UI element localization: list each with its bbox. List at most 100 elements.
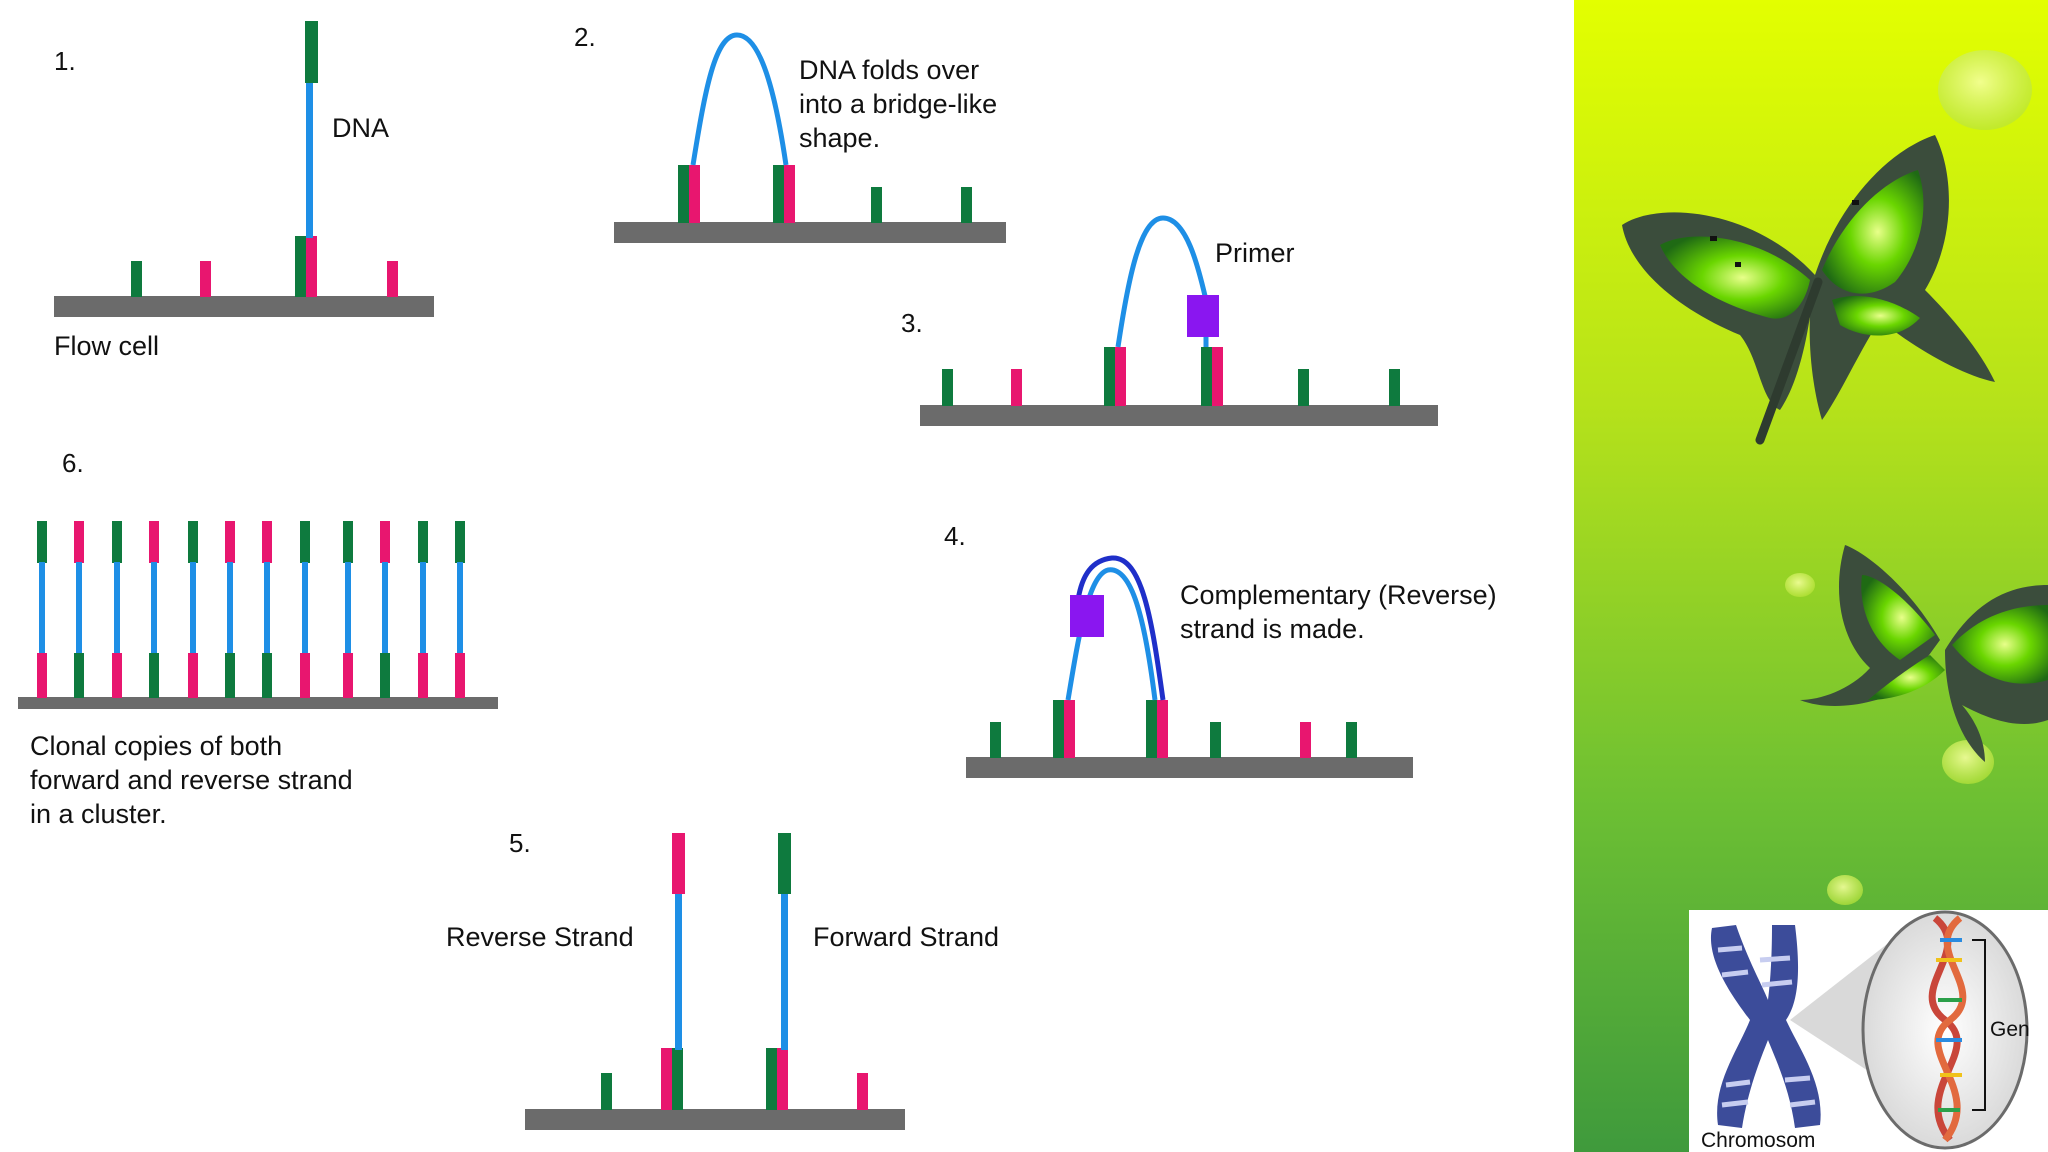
cluster-strand-top-adapter [74,521,84,563]
green-adapter [1053,700,1064,758]
pink-adapter [857,1073,868,1110]
cluster-strand-bottom-adapter [74,653,84,698]
complementary-strand [1075,555,1166,701]
cluster-strand-bottom-adapter [418,653,428,698]
cluster-strand-bottom-adapter [188,653,198,698]
pink-adapter [1064,700,1075,758]
green-adapter [131,261,142,297]
step-6-caption-line-2: forward and reverse strand [30,765,353,795]
step-2-caption-line-2: into a bridge-like [799,89,997,119]
green-adapter [766,1048,777,1110]
gene-bracket [1972,939,1986,1111]
cluster-strand-bottom-adapter [149,653,159,698]
cluster-strand-bottom-adapter [225,653,235,698]
decorative-panel: Gen Chromosom [1574,0,2048,1152]
pink-adapter [1157,700,1168,758]
step-2: 2. DNA folds over into a bridge-like sha… [574,22,1006,243]
cluster-strand [227,562,233,654]
step-3-number: 3. [901,308,923,338]
clonal-cluster [37,521,465,698]
cluster-strand-bottom-adapter [112,653,122,698]
dna-helix-icon [1928,915,1967,1143]
forward-strand-label: Forward Strand [813,922,999,952]
cluster-strand [264,562,270,654]
reverse-strand [675,893,682,1050]
chromosome-label: Chromosom [1701,1129,1815,1152]
cluster-strand [39,562,45,654]
cluster-strand [151,562,157,654]
green-adapter [871,187,882,223]
pink-adapter [1011,369,1022,406]
primer-block [1187,295,1219,337]
green-adapter [1201,347,1212,406]
green-adapter [773,165,784,223]
cluster-strand-top-adapter [225,521,235,563]
step-6: 6. Clonal copies of both forward and rev… [18,448,498,829]
step-3: 3. Primer [901,215,1438,426]
cluster-strand [76,562,82,654]
pink-adapter [387,261,398,297]
flow-cell-surface [18,697,498,709]
step-4: 4. Complementary (Reverse) strand is mad… [944,521,1497,778]
step-2-caption-line-1: DNA folds over [799,55,979,85]
step-5: 5. Reverse Strand Forward Strand [446,828,999,1130]
green-adapter [990,722,1001,758]
cluster-strand [457,562,463,654]
bubble [1785,573,1815,597]
green-adapter [295,236,306,297]
flow-cell-label: Flow cell [54,331,159,361]
cluster-strand-bottom-adapter [343,653,353,698]
cluster-strand-bottom-adapter [300,653,310,698]
step-1-number: 1. [54,46,76,76]
pink-adapter [784,165,795,223]
flow-cell-surface [525,1109,905,1130]
primer-label: Primer [1215,238,1295,268]
primer-block [1070,595,1104,637]
bubble [1942,740,1994,784]
cluster-strand-top-adapter [418,521,428,563]
cluster-strand-top-adapter [300,521,310,563]
cluster-strand [345,562,351,654]
pink-adapter [689,165,700,223]
green-adapter [1389,369,1400,406]
gene-label: Gen [1990,1018,2030,1041]
cluster-strand [420,562,426,654]
step-5-number: 5. [509,828,531,858]
forward-strand-end [778,833,791,894]
cluster-strand [382,562,388,654]
step-2-number: 2. [574,22,596,52]
reverse-strand-label: Reverse Strand [446,922,634,952]
dna-strand [306,82,313,238]
green-adapter [678,165,689,223]
cluster-strand [114,562,120,654]
cluster-strand-top-adapter [262,521,272,563]
pink-adapter [1115,347,1126,406]
step-1: 1. DNA Flow cell [54,21,434,361]
green-adapter [942,369,953,406]
bubble [1938,50,2032,130]
green-adapter [1298,369,1309,406]
step-6-number: 6. [62,448,84,478]
green-adapter [1146,700,1157,758]
cluster-strand-top-adapter [112,521,122,563]
forward-strand [781,893,788,1050]
step-6-caption-line-3: in a cluster. [30,799,167,829]
bridge-dna-strand [1115,215,1209,348]
pink-adapter [200,261,211,297]
cluster-strand-top-adapter [343,521,353,563]
chromosome-icon [1710,925,1821,1128]
reverse-strand-end [672,833,685,894]
butterfly-icon [1800,545,2048,762]
step-4-caption-line-2: strand is made. [1180,614,1365,644]
green-adapter [961,187,972,223]
green-adapter [1104,347,1115,406]
green-adapter [1346,722,1357,758]
green-adapter [1210,722,1221,758]
pink-adapter [306,236,317,297]
green-adapter [601,1073,612,1110]
forward-strand [1065,567,1158,701]
cluster-strand-top-adapter [455,521,465,563]
cluster-strand-bottom-adapter [380,653,390,698]
cluster-strand-bottom-adapter [262,653,272,698]
step-6-caption-line-1: Clonal copies of both [30,731,282,761]
